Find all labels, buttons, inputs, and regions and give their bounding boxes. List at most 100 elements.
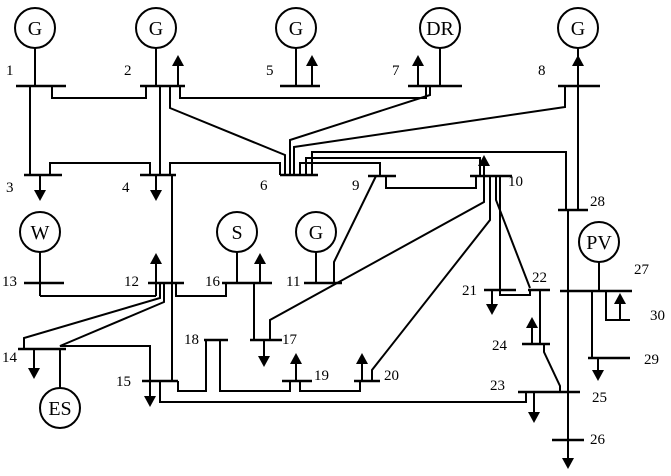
load-arrow-icon xyxy=(486,304,498,315)
generator-g1-label: G xyxy=(28,18,42,40)
line-10-22 xyxy=(495,176,531,289)
line-9-10 xyxy=(385,176,477,189)
bus-label-12: 12 xyxy=(124,274,139,290)
bus-label-20: 20 xyxy=(384,368,399,384)
wind-source-label: W xyxy=(31,222,50,244)
line-4-12 xyxy=(169,162,281,175)
line-15-23 xyxy=(159,381,527,403)
line-5-7 xyxy=(179,86,427,99)
wind-source-w: W xyxy=(19,211,61,253)
bus-label-27: 27 xyxy=(634,262,650,278)
line-2-6 xyxy=(169,86,286,175)
bus-label-11: 11 xyxy=(286,274,300,290)
line-6-7 xyxy=(289,86,431,175)
bus-label-7: 7 xyxy=(392,63,400,79)
bus-label-25: 25 xyxy=(592,390,607,406)
load-arrow-icon xyxy=(28,368,40,379)
energy-storage-es: ES xyxy=(39,387,81,429)
generator-g5: G xyxy=(275,7,317,49)
load-arrow-icon xyxy=(478,155,490,166)
load-arrow-icon xyxy=(412,55,424,66)
bus-label-23: 23 xyxy=(490,378,505,394)
load-arrow-icon xyxy=(34,190,46,201)
line-27-30 xyxy=(605,291,630,321)
generator-g8-label: G xyxy=(571,18,585,40)
energy-storage-label: ES xyxy=(48,398,71,420)
bus-label-18: 18 xyxy=(184,332,199,348)
load-arrow-icon xyxy=(254,253,266,264)
bus-label-29: 29 xyxy=(644,352,659,368)
bus-label-8: 8 xyxy=(538,63,546,79)
bus-label-3: 3 xyxy=(6,180,14,196)
generator-g8: G xyxy=(557,7,599,49)
line-9-11 xyxy=(333,175,377,283)
source-stems xyxy=(34,48,600,388)
line-19-20 xyxy=(299,381,361,392)
bus-label-10: 10 xyxy=(508,174,523,190)
bus-label-4: 4 xyxy=(122,180,130,196)
load-arrow-icon xyxy=(150,190,162,201)
bus-label-24: 24 xyxy=(492,338,508,354)
generator-g11: G xyxy=(295,211,337,253)
bus-label-6: 6 xyxy=(260,178,268,194)
load-arrow-icon xyxy=(172,55,184,66)
demand-response-dr: DR xyxy=(419,7,461,49)
load-arrow-icon xyxy=(356,353,368,364)
transmission-lines xyxy=(23,86,630,440)
load-arrow-icon xyxy=(526,317,538,328)
load-arrow-icon xyxy=(306,55,318,66)
line-6-10 xyxy=(305,157,481,176)
demand-response-label: DR xyxy=(426,18,454,40)
bus-label-22: 22 xyxy=(532,270,547,286)
line-12-14 xyxy=(23,283,161,349)
photovoltaic-label: PV xyxy=(586,232,612,254)
line-12-16 xyxy=(175,283,227,297)
bus-label-19: 19 xyxy=(314,368,329,384)
bus-label-30: 30 xyxy=(650,308,665,324)
load-arrow-icon xyxy=(592,370,604,381)
bus-label-14: 14 xyxy=(2,350,18,366)
generator-g5-label: G xyxy=(289,18,303,40)
bus-label-26: 26 xyxy=(590,432,606,448)
generator-g11-label: G xyxy=(309,222,323,244)
bus-label-16: 16 xyxy=(205,274,221,290)
load-arrow-icon xyxy=(528,412,540,423)
bus-label-2: 2 xyxy=(124,63,132,79)
bus-label-1: 1 xyxy=(6,63,14,79)
bus-label-21: 21 xyxy=(462,283,477,299)
line-3-4 xyxy=(49,162,151,175)
line-6-28 xyxy=(311,151,567,210)
line-17-10 xyxy=(269,176,485,340)
photovoltaic-source-pv: PV xyxy=(578,221,620,263)
load-arrow-icon xyxy=(150,253,162,264)
line-10-21 xyxy=(499,176,531,296)
bus-label-17: 17 xyxy=(282,332,298,348)
line-18-19 xyxy=(219,340,291,392)
bus-label-9: 9 xyxy=(352,178,360,194)
load-arrows xyxy=(28,175,604,469)
load-arrow-icon xyxy=(572,55,584,66)
line-10-20 xyxy=(371,176,491,381)
solar-source-label: S xyxy=(231,222,242,244)
bus-label-15: 15 xyxy=(116,374,131,390)
generator-g2: G xyxy=(135,7,177,49)
line-1-2 xyxy=(51,86,147,99)
line-15-18 xyxy=(177,340,207,392)
load-arrow-icon xyxy=(614,293,626,304)
bus-label-5: 5 xyxy=(266,63,274,79)
generator-g1: G xyxy=(14,7,56,49)
load-arrow-icon xyxy=(290,353,302,364)
load-arrow-icon xyxy=(562,458,574,469)
solar-source-s: S xyxy=(216,211,258,253)
bus-bars xyxy=(16,84,632,442)
line-6-9 xyxy=(299,162,381,176)
line-12-15 xyxy=(59,283,165,381)
line-24-25 xyxy=(543,344,561,392)
load-arrow-icon xyxy=(144,396,156,407)
load-arrows-up xyxy=(150,55,626,381)
bus-label-13: 13 xyxy=(2,274,17,290)
load-arrow-icon xyxy=(258,356,270,367)
generator-g2-label: G xyxy=(149,18,163,40)
bus-label-28: 28 xyxy=(590,194,605,210)
